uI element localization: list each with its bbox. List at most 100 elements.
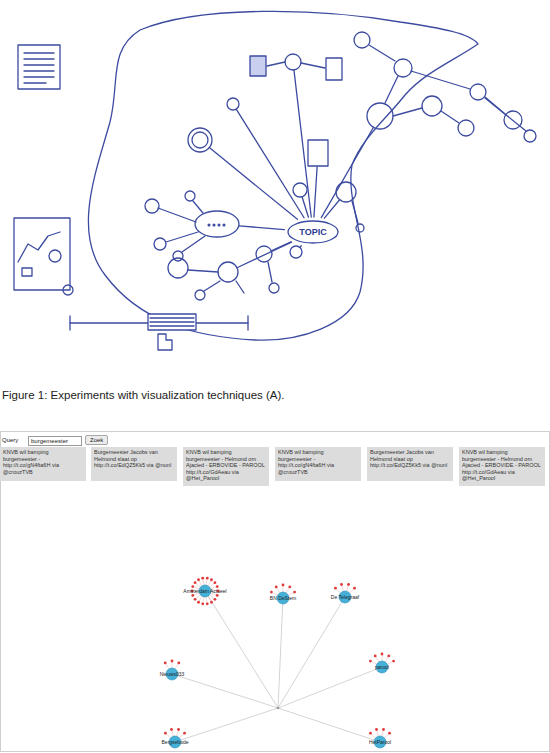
tweet-card: KNVB wil bamping burgemeester - Helmond … xyxy=(183,447,269,486)
tweet-card: KNVB wil bamping burgemeester - http://t… xyxy=(0,447,86,481)
screenshot-border xyxy=(1,432,550,752)
graph-leaf-dot xyxy=(334,587,337,590)
sketch-branches xyxy=(441,111,459,123)
graph-leaf-dot xyxy=(210,601,213,604)
sketch-node xyxy=(336,182,356,202)
sketch-branches xyxy=(458,120,474,136)
sketch-branches xyxy=(193,201,203,213)
sketch-branches xyxy=(301,63,325,68)
sketch-branches xyxy=(326,58,342,80)
graph-leaf-dot xyxy=(201,577,204,580)
sketch-spoke xyxy=(321,127,373,217)
chart-panel xyxy=(22,268,32,276)
graph-leaf-dot xyxy=(170,728,173,731)
time-slider xyxy=(150,317,194,318)
sketch-dot xyxy=(213,224,215,226)
graph-leaf-dot xyxy=(275,586,278,589)
tweet-card-text: Burgemeester Jacobs van Helmond slaat op… xyxy=(94,449,174,469)
graph-leaf-dot xyxy=(387,655,390,658)
document-icon xyxy=(24,70,54,71)
graph-leaf-dot xyxy=(369,732,372,735)
search-button: Zoek xyxy=(85,435,108,445)
graph-node-label: Bergsebode xyxy=(162,739,189,745)
tweet-card: Burgemeester Jacobs van Helmond slaat op… xyxy=(367,447,453,481)
graph-leaf-dot xyxy=(214,598,217,601)
graph-leaf-dot xyxy=(194,581,197,584)
sketch-branches xyxy=(158,208,196,222)
tweet-card-text: KNVB wil bamping burgemeester - http://t… xyxy=(278,449,358,475)
tweet-card: KNVB wil bamping burgemeester - Helmond … xyxy=(459,447,545,486)
graph-leaf-dot xyxy=(369,660,372,663)
time-slider xyxy=(150,321,194,322)
graph-leaf-dot xyxy=(210,578,213,581)
sketch-dot xyxy=(223,224,225,226)
sketch-node xyxy=(227,98,239,110)
sketch-branches xyxy=(168,258,188,278)
graph-node-label: parool xyxy=(375,664,389,670)
graph-leaf-dot xyxy=(201,602,204,605)
tweet-card: KNVB wil bamping burgemeester - http://t… xyxy=(275,447,361,481)
sketch-branches xyxy=(195,290,205,300)
time-slider xyxy=(150,325,194,326)
graph-leaf-dot xyxy=(293,591,296,594)
sketch-node xyxy=(188,128,212,152)
sketch-branches xyxy=(356,224,364,232)
sketch-branches xyxy=(524,130,536,142)
sketch-node xyxy=(293,183,307,197)
time-slider xyxy=(148,314,196,330)
query-label: Query xyxy=(2,437,18,443)
tweet-card: Burgemeester Jacobs van Helmond slaat op… xyxy=(91,447,177,481)
sketch-region xyxy=(88,11,478,340)
graph-leaf-dot xyxy=(191,594,194,597)
time-slider xyxy=(247,316,248,330)
graph-spoke xyxy=(208,596,278,708)
sketch-spoke xyxy=(209,148,297,220)
sketch-branches xyxy=(268,262,272,282)
document-icon xyxy=(24,58,54,59)
graph-leaf-dot xyxy=(214,581,217,584)
chart-panel xyxy=(18,232,60,262)
graph-leaf-dot xyxy=(177,728,180,731)
sketch-spoke xyxy=(314,167,317,217)
graph-leaf-dot xyxy=(374,655,377,658)
graph-leaf-dot xyxy=(353,587,356,590)
graph-hub xyxy=(277,707,279,709)
graph-leaf-dot xyxy=(206,577,209,580)
graph-spoke xyxy=(278,708,374,740)
graph-node-label: Nieuws033 xyxy=(160,671,185,677)
query-input-text: burgemeester xyxy=(31,438,79,444)
graph-leaf-dot xyxy=(183,732,186,735)
sketch-node xyxy=(285,54,301,70)
chart-panel xyxy=(49,250,61,262)
graph-leaf-dot xyxy=(381,653,384,656)
graph-spoke xyxy=(278,669,376,708)
document-icon xyxy=(18,45,60,89)
sketch-branches xyxy=(422,96,442,116)
graph-leaf-dot xyxy=(164,732,167,735)
chart-panel xyxy=(14,218,73,295)
graph-node-label: HetParool xyxy=(369,739,391,745)
sketch-branches xyxy=(204,281,220,291)
time-slider xyxy=(70,314,248,350)
figure-caption: Figure 1: Experiments with visualization… xyxy=(2,389,285,401)
graph-leaf-dot xyxy=(288,586,291,589)
sketch-branches xyxy=(145,32,536,300)
sketch-spoke xyxy=(236,109,304,218)
tweet-card-text: Burgemeester Jacobs van Helmond slaat op… xyxy=(370,449,450,469)
graph-leaf-dot xyxy=(191,585,194,588)
graph-leaf-dot xyxy=(194,598,197,601)
graph-leaf-dot xyxy=(164,662,167,665)
document-icon xyxy=(24,52,54,53)
sketch-branches xyxy=(166,232,198,242)
time-slider xyxy=(69,316,70,330)
document-icon xyxy=(24,64,54,65)
topic-ellipse: TOPIC xyxy=(287,220,339,244)
time-slider xyxy=(158,334,172,350)
sketch-branches xyxy=(154,238,166,250)
sketch-branches xyxy=(470,84,486,100)
topic-ellipse-text: TOPIC xyxy=(299,227,326,237)
sketch-branches xyxy=(188,270,218,272)
sketch-spoke xyxy=(294,70,311,217)
